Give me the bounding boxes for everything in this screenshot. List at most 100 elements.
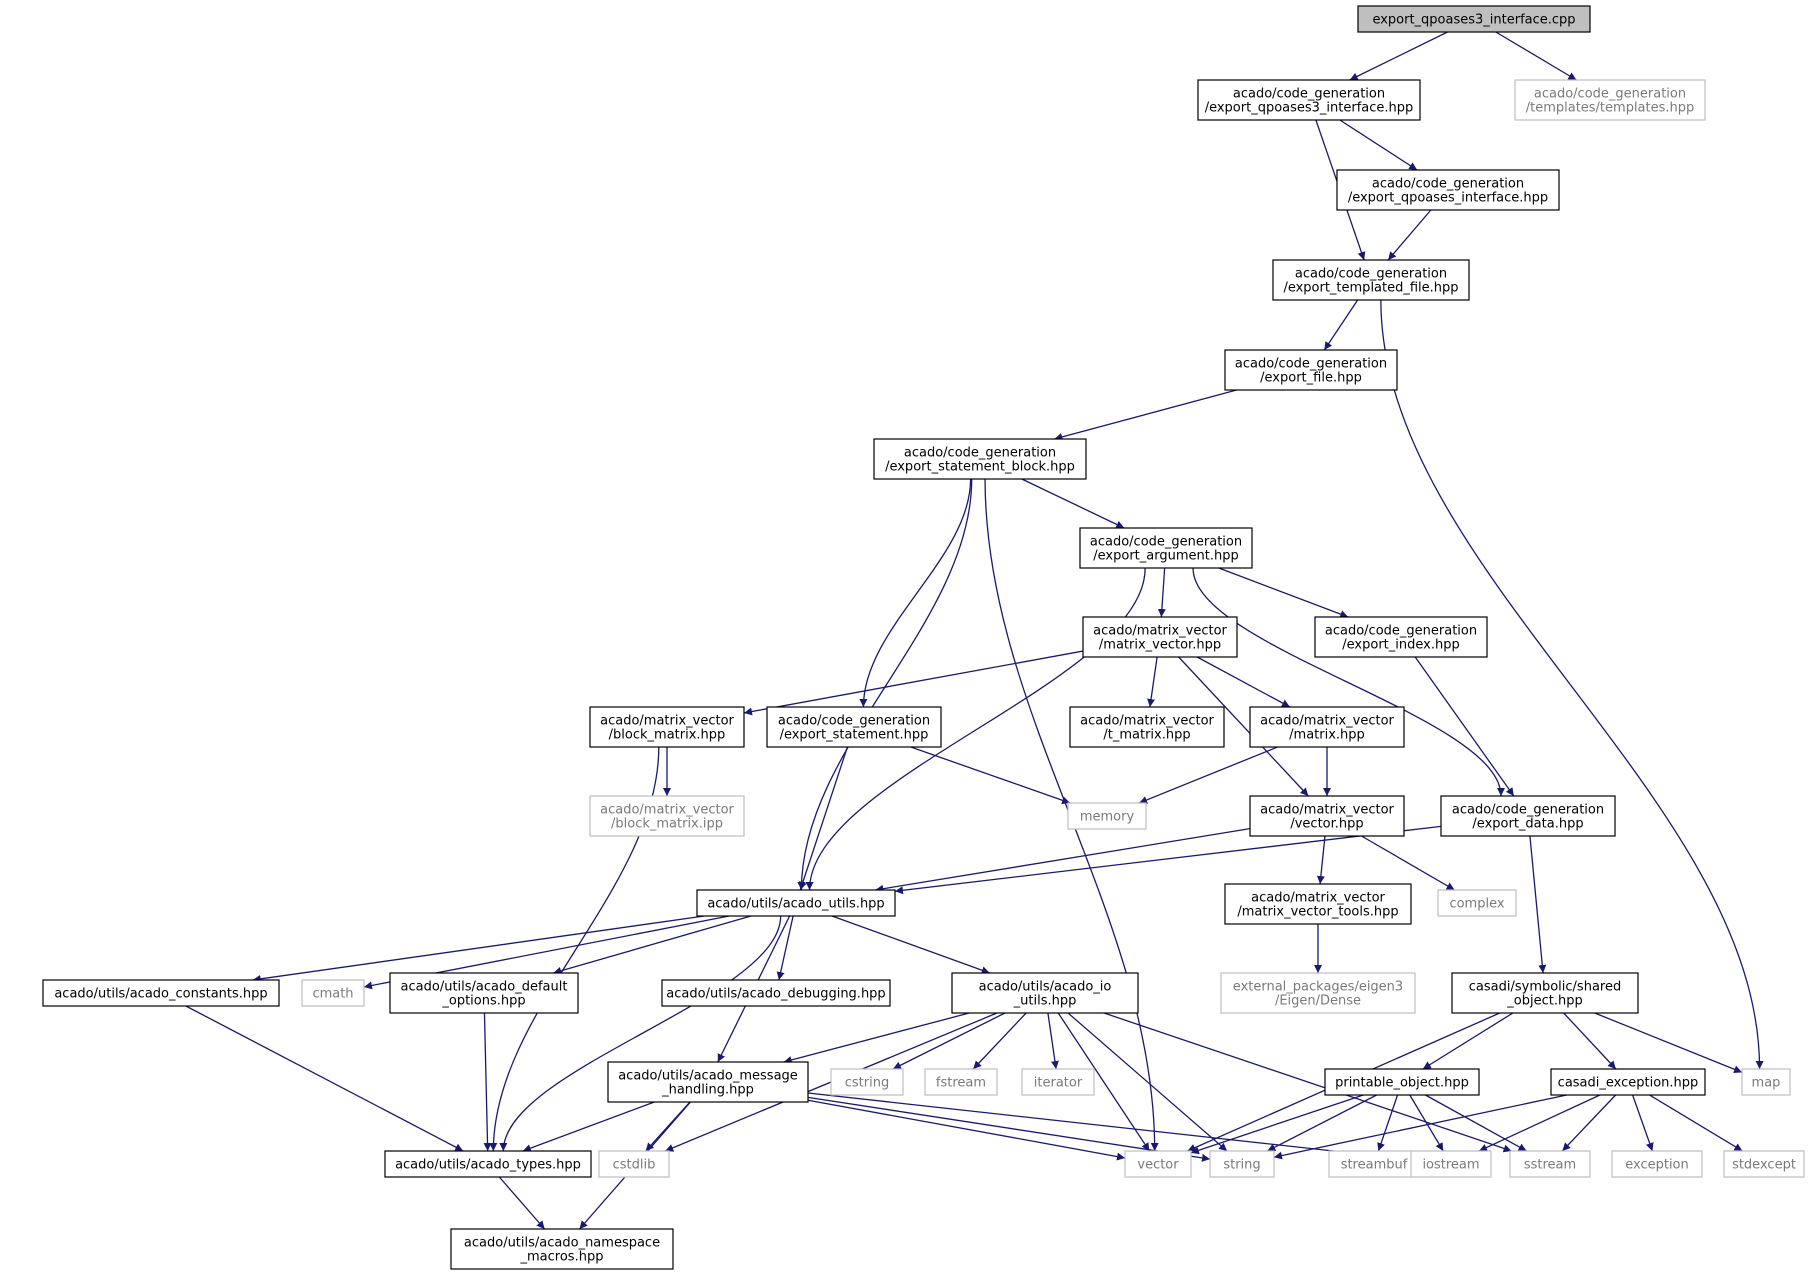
node-n_qp3i[interactable]: acado/code_generation/export_qpoases3_in… xyxy=(1197,79,1421,121)
node-label: casadi_exception.hpp xyxy=(1558,1076,1699,1091)
node-n_bm[interactable]: acado/matrix_vector/block_matrix.hpp xyxy=(589,706,745,748)
node-label: _options.hpp xyxy=(441,994,525,1009)
edge-n_const-to-n_types xyxy=(185,1005,464,1152)
edge-n_au-to-n_defopt xyxy=(553,915,752,975)
node-n_so[interactable]: casadi/symbolic/shared_object.hpp xyxy=(1451,972,1639,1014)
node-label: /export_argument.hpp xyxy=(1093,549,1238,564)
node-label: acado/code_generation xyxy=(1534,87,1686,102)
node-n_qpi[interactable]: acado/code_generation/export_qpoases_int… xyxy=(1336,169,1560,211)
node-box xyxy=(873,438,1087,480)
node-label: printable_object.hpp xyxy=(1335,1076,1469,1091)
node-box xyxy=(1324,1068,1480,1096)
node-n_fstream: fstream xyxy=(924,1068,998,1096)
node-label: acado/matrix_vector xyxy=(1251,891,1385,906)
edge-n_ce-to-n_stdexcept xyxy=(1649,1094,1743,1152)
node-label: export_qpoases3_interface.cpp xyxy=(1372,13,1575,28)
node-box xyxy=(696,889,896,917)
edge-n_msg-to-n_string xyxy=(807,1096,1211,1162)
node-n_au[interactable]: acado/utils/acado_utils.hpp xyxy=(696,889,896,917)
node-n_const[interactable]: acado/utils/acado_constants.hpp xyxy=(42,979,280,1007)
node-n_ce[interactable]: casadi_exception.hpp xyxy=(1550,1068,1706,1096)
edge-n_msg-to-n_types xyxy=(522,1101,655,1152)
node-n_vector: vector xyxy=(1124,1150,1192,1178)
node-n_io[interactable]: acado/utils/acado_io_utils.hpp xyxy=(951,972,1139,1014)
edge-n_etf-to-n_ef xyxy=(1323,299,1359,351)
node-label: acado/matrix_vector xyxy=(600,803,734,818)
node-n_debug[interactable]: acado/utils/acado_debugging.hpp xyxy=(661,979,891,1007)
node-n_esb[interactable]: acado/code_generation/export_statement_b… xyxy=(873,438,1087,480)
edge-n_mv-to-n_bm xyxy=(743,650,1084,716)
node-box xyxy=(1209,1150,1275,1178)
node-n_mv[interactable]: acado/matrix_vector/matrix_vector.hpp xyxy=(1082,616,1238,658)
node-box xyxy=(301,979,365,1007)
node-label: /export_statement.hpp xyxy=(780,728,929,743)
node-box xyxy=(389,972,579,1014)
node-box xyxy=(661,979,891,1007)
nodes-layer: export_qpoases3_interface.cpp acado/code_… xyxy=(42,5,1805,1270)
edge-n_es-to-n_au xyxy=(798,746,849,891)
node-n_templates: acado/code_generation/templates/template… xyxy=(1514,79,1706,121)
edge-n_io-to-n_string xyxy=(1067,1012,1228,1152)
node-box xyxy=(1514,79,1706,121)
node-label: acado/matrix_vector xyxy=(1093,624,1227,639)
node-label: acado/code_generation xyxy=(1295,267,1447,282)
edge-n_ce-to-n_iostream xyxy=(1478,1094,1601,1152)
edge-n_po-to-n_vector xyxy=(1190,1094,1364,1155)
edge-n_ea-to-n_mv xyxy=(1157,567,1166,618)
edge-n_esb-to-n_es xyxy=(859,478,972,708)
node-root[interactable]: export_qpoases3_interface.cpp xyxy=(1357,5,1591,33)
node-label: iterator xyxy=(1034,1076,1083,1091)
node-n_ns[interactable]: acado/utils/acado_namespace_macros.hpp xyxy=(450,1228,674,1270)
node-box xyxy=(1440,795,1616,837)
node-n_etf[interactable]: acado/code_generation/export_templated_f… xyxy=(1272,259,1470,301)
node-label: acado/utils/acado_io xyxy=(979,980,1112,995)
node-n_types[interactable]: acado/utils/acado_types.hpp xyxy=(384,1150,592,1178)
node-label: /export_qpoases_interface.hpp xyxy=(1348,191,1548,206)
node-label: acado/utils/acado_constants.hpp xyxy=(54,987,267,1002)
node-n_exception: exception xyxy=(1611,1150,1703,1178)
node-n_msg[interactable]: acado/utils/acado_message_handling.hpp xyxy=(607,1061,809,1103)
edge-n_po-to-n_string xyxy=(1267,1094,1377,1152)
node-n_cstdlib: cstdlib xyxy=(598,1150,670,1178)
node-n_po[interactable]: printable_object.hpp xyxy=(1324,1068,1480,1096)
node-n_memory: memory xyxy=(1067,802,1147,830)
node-label: /export_statement_block.hpp xyxy=(885,460,1075,475)
node-box xyxy=(1328,1150,1420,1178)
node-label: acado/matrix_vector xyxy=(1080,714,1214,729)
node-n_tm[interactable]: acado/matrix_vector/t_matrix.hpp xyxy=(1069,706,1225,748)
node-label: acado/code_generation xyxy=(904,446,1056,461)
node-n_ef[interactable]: acado/code_generation/export_file.hpp xyxy=(1224,349,1398,391)
node-box xyxy=(598,1150,670,1178)
node-box xyxy=(1082,616,1238,658)
node-label: /matrix.hpp xyxy=(1289,728,1365,743)
node-label: streambuf xyxy=(1341,1158,1408,1173)
node-label: _utils.hpp xyxy=(1013,994,1077,1009)
node-n_ea[interactable]: acado/code_generation/export_argument.hp… xyxy=(1079,527,1253,569)
node-n_vec[interactable]: acado/matrix_vector/vector.hpp xyxy=(1249,795,1405,837)
node-label: acado/code_generation xyxy=(1372,177,1524,192)
node-n_ei[interactable]: acado/code_generation/export_index.hpp xyxy=(1314,616,1488,658)
node-n_streambuf: streambuf xyxy=(1328,1150,1420,1178)
node-n_cmath: cmath xyxy=(301,979,365,1007)
node-n_defopt[interactable]: acado/utils/acado_default_options.hpp xyxy=(389,972,579,1014)
node-label: acado/utils/acado_types.hpp xyxy=(395,1158,581,1173)
node-label: external_packages/eigen3 xyxy=(1233,980,1403,995)
edge-n_vec-to-n_mvt xyxy=(1316,835,1326,885)
edge-n_mv-to-n_mat xyxy=(1196,656,1291,708)
node-n_ed[interactable]: acado/code_generation/export_data.hpp xyxy=(1440,795,1616,837)
node-box xyxy=(1357,5,1591,33)
node-box xyxy=(924,1068,998,1096)
node-n_mvt[interactable]: acado/matrix_vector/matrix_vector_tools.… xyxy=(1224,883,1412,925)
edge-n_po-to-n_sstream xyxy=(1425,1094,1527,1152)
node-box xyxy=(1197,79,1421,121)
node-label: /export_qpoases3_interface.hpp xyxy=(1205,101,1414,116)
node-n_mat[interactable]: acado/matrix_vector/matrix.hpp xyxy=(1249,706,1405,748)
node-label: /vector.hpp xyxy=(1290,817,1363,832)
edge-n_es-to-n_memory xyxy=(910,746,1071,805)
edge-n_io-to-n_vector xyxy=(1057,1012,1150,1152)
node-n_es[interactable]: acado/code_generation/export_statement.h… xyxy=(766,706,942,748)
node-box xyxy=(589,795,745,837)
node-label: acado/code_generation xyxy=(1233,87,1385,102)
edge-n_po-to-n_streambuf xyxy=(1377,1094,1399,1152)
